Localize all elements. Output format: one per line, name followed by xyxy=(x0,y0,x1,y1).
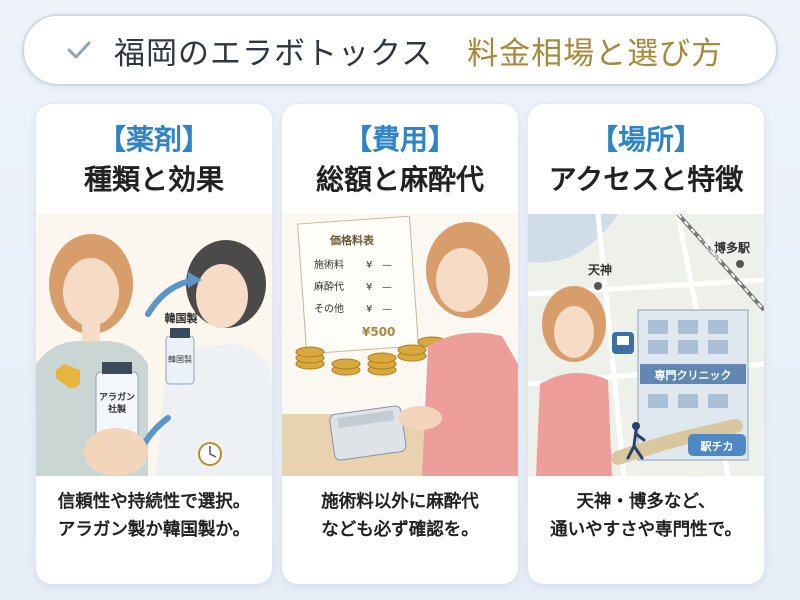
page-title: 福岡のエラボトックス xyxy=(114,35,434,72)
svg-text:¥: ¥ xyxy=(366,260,372,271)
card-description: 信頼性や持続性で選択。 アラガン製か韓国製か。 xyxy=(57,492,251,540)
sheet-title: 価格料表 xyxy=(329,233,375,247)
korea-label: 韓国製 xyxy=(165,311,199,325)
svg-text:—: — xyxy=(382,282,392,293)
vial-big-label-1: アラガン xyxy=(99,391,135,403)
check-icon xyxy=(67,41,91,59)
clinic-sign: 専門クリニック xyxy=(655,368,732,382)
ekichika-badge xyxy=(688,434,746,456)
card-heading: アクセスと特徴 xyxy=(548,163,744,196)
calculator-icon xyxy=(329,405,407,461)
svg-text:麻酔代: 麻酔代 xyxy=(314,280,344,293)
card-heading: 種類と効果 xyxy=(83,163,224,196)
page-subtitle: 料金相場と選び方 xyxy=(467,35,724,72)
card-drug: 【薬剤】 種類と効果 韓国製 韓国製 アラガン 社製 信頼性や持続性で選択。 ア xyxy=(36,104,272,584)
svg-text:その他: その他 xyxy=(314,302,344,315)
svg-text:施術料: 施術料 xyxy=(314,258,344,271)
card-tag: 【費用】 xyxy=(343,123,456,156)
total-label: ¥500 xyxy=(362,325,395,339)
drug-illustration: 韓国製 韓国製 アラガン 社製 xyxy=(36,214,272,476)
title-bar: 福岡のエラボトックス 料金相場と選び方 xyxy=(22,14,778,86)
cost-illustration: 価格料表 施術料 ¥ — 麻酔代 ¥ — その他 ¥ — ¥500 xyxy=(282,214,518,476)
card-cost: 【費用】 総額と麻酔代 価格料表 施術料 ¥ — 麻酔代 ¥ — その他 ¥ —… xyxy=(282,104,518,584)
shield-icon xyxy=(56,364,80,388)
vial-small-label: 韓国製 xyxy=(168,354,192,364)
walking-person-icon xyxy=(632,422,640,430)
card-location: 【場所】 アクセスと特徴 天神 博多駅 博多駅 専門クリニック xyxy=(528,104,764,584)
card-description: 天神・博多など、 通いやすさや専門性で。 xyxy=(550,492,742,540)
tenjin-label: 天神 xyxy=(588,262,612,277)
svg-text:—: — xyxy=(382,304,392,315)
svg-text:¥: ¥ xyxy=(366,304,372,315)
card-tag: 【薬剤】 xyxy=(97,123,210,156)
card-heading: 総額と麻酔代 xyxy=(315,163,484,196)
hakata-label: 博多駅 xyxy=(714,240,751,255)
svg-text:¥: ¥ xyxy=(366,282,372,293)
vial-big-label-2: 社製 xyxy=(107,403,127,415)
map-illustration: 天神 博多駅 博多駅 専門クリニック 駅チカ xyxy=(528,214,764,476)
price-sheet xyxy=(297,215,420,355)
svg-text:—: — xyxy=(382,260,392,271)
ekichika-label: 駅チカ xyxy=(700,440,734,453)
arrow-icon xyxy=(188,272,202,288)
card-description: 施術料以外に麻酔代 なども必ず確認を。 xyxy=(321,492,479,540)
card-tag: 【場所】 xyxy=(589,123,702,156)
